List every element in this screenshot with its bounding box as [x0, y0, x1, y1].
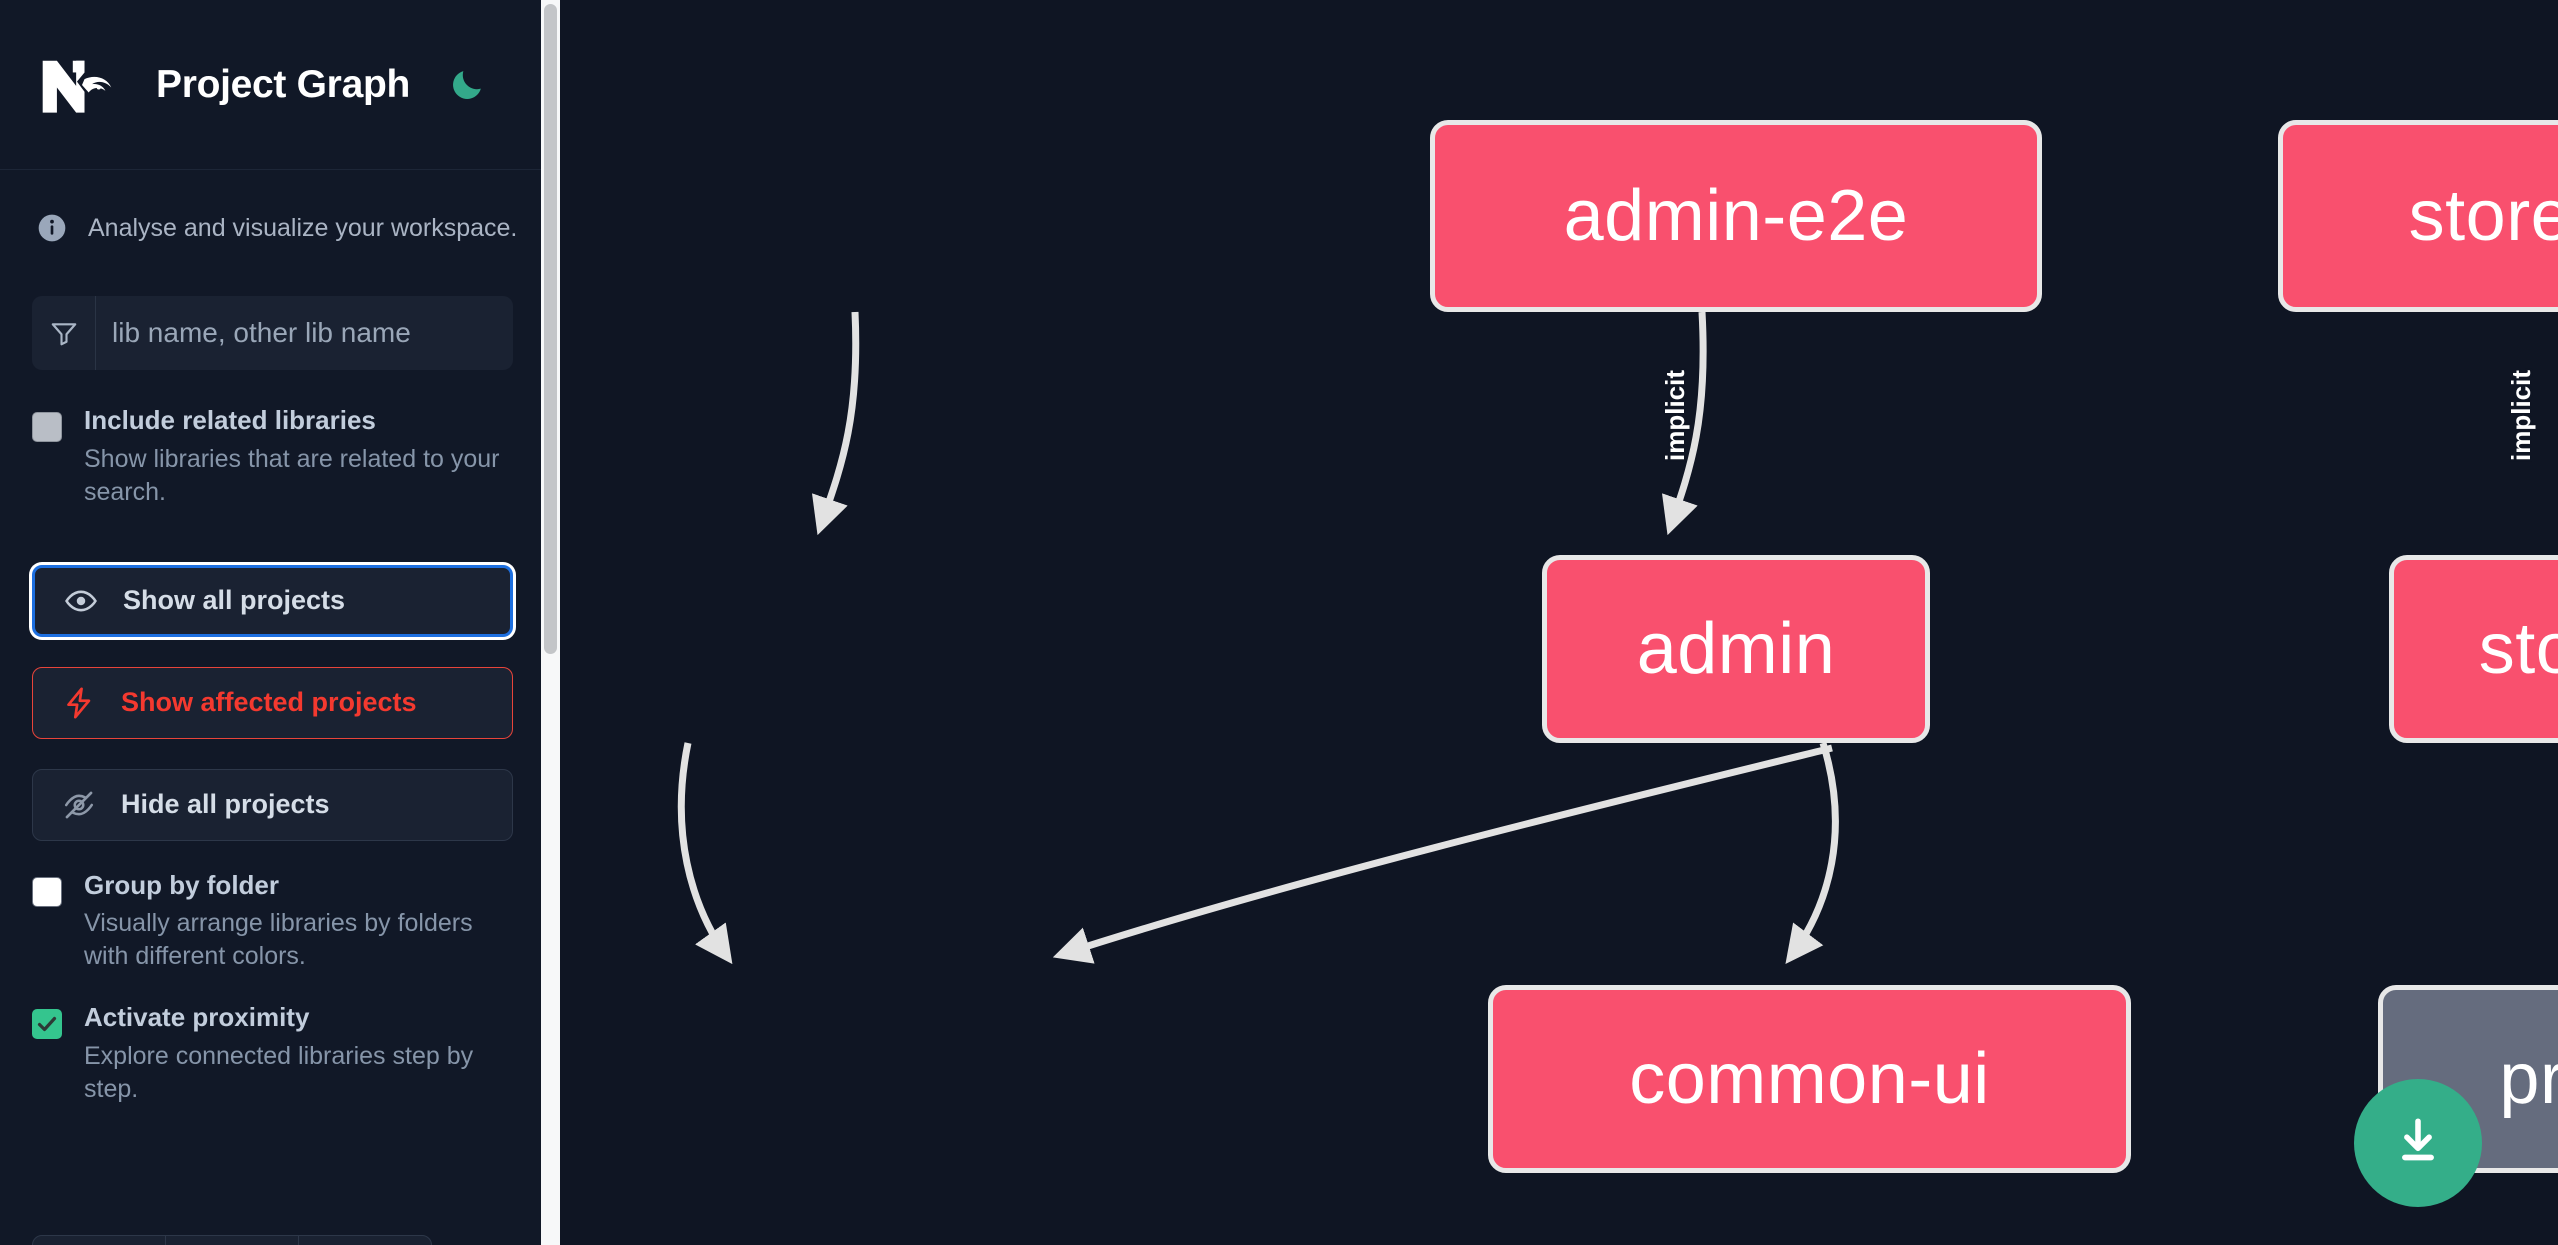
- segment-3[interactable]: [299, 1236, 431, 1245]
- graph-node-store-e2e[interactable]: store-e2e: [2278, 120, 2558, 312]
- hide-all-projects-button[interactable]: Hide all projects: [32, 768, 513, 841]
- option-activate-proximity[interactable]: Activate proximity Explore connected lib…: [0, 1003, 545, 1106]
- show-all-projects-label: Show all projects: [123, 585, 346, 616]
- node-label: admin: [1636, 609, 1836, 689]
- moon-icon[interactable]: [446, 64, 488, 106]
- download-icon: [2402, 1118, 2434, 1161]
- node-label: products: [2499, 1039, 2558, 1119]
- graph-node-admin[interactable]: admin: [1542, 555, 1930, 743]
- node-label: store-e2e: [2408, 176, 2558, 256]
- lightning-bolt-icon: [59, 686, 99, 720]
- page-title: Project Graph: [156, 62, 410, 106]
- option-description: Show libraries that are related to your …: [84, 444, 500, 506]
- show-affected-projects-label: Show affected projects: [121, 687, 417, 718]
- edge-admin-e2e-to-admin: [811, 311, 860, 536]
- show-all-projects-button[interactable]: Show all projects: [32, 564, 513, 637]
- option-group-by-folder[interactable]: Group by folder Visually arrange librari…: [0, 869, 545, 974]
- nx-logo-icon: [36, 54, 128, 116]
- checkbox-activate-proximity[interactable]: [32, 1009, 62, 1040]
- node-label: store: [2478, 609, 2558, 689]
- option-label: Include related libraries: [84, 405, 376, 435]
- graph-node-store[interactable]: store: [2389, 555, 2558, 743]
- project-visibility-buttons: Show all projects Show affected projects: [0, 564, 545, 841]
- option-description: Explore connected libraries step by step…: [84, 1041, 474, 1103]
- segmented-control-peek[interactable]: [32, 1235, 432, 1245]
- option-description: Visually arrange libraries by folders wi…: [84, 909, 473, 971]
- edge-store-to-common-ui: [1052, 744, 1833, 964]
- show-affected-projects-button[interactable]: Show affected projects: [32, 666, 513, 739]
- edge-store-e2e-to-store: [1661, 311, 1707, 536]
- sidebar-scroll-content: Project Graph Analyse and visualize yo: [0, 0, 545, 1245]
- segment-1[interactable]: [33, 1236, 166, 1245]
- sidebar-header: Project Graph: [0, 0, 545, 170]
- workspace-info-row: Analyse and visualize your workspace.: [0, 170, 545, 244]
- check-icon: [37, 1017, 57, 1032]
- option-include-related-libraries[interactable]: Include related libraries Show libraries…: [0, 406, 545, 509]
- segment-2[interactable]: [166, 1236, 299, 1245]
- sidebar: Project Graph Analyse and visualize yo: [0, 0, 560, 1245]
- checkbox-group-by-folder[interactable]: [32, 876, 62, 907]
- sidebar-scrollbar-track[interactable]: [541, 0, 560, 1245]
- sidebar-scrollbar-thumb[interactable]: [544, 4, 557, 654]
- option-text-group: Activate proximity Explore connected lib…: [84, 1003, 513, 1106]
- graph-node-common-ui[interactable]: common-ui: [1488, 985, 2131, 1173]
- node-label: common-ui: [1629, 1039, 1990, 1119]
- download-graph-button[interactable]: [2354, 1079, 2482, 1207]
- graph-canvas[interactable]: implicit implicit admin-e2e store-e2e ad…: [560, 0, 2558, 1245]
- filter-input[interactable]: [96, 296, 513, 370]
- funnel-filter-icon: [32, 296, 96, 370]
- eye-off-icon: [59, 788, 99, 822]
- graph-edges: [677, 311, 1839, 965]
- edge-store-to-products: [1785, 741, 1839, 965]
- checkbox-include-related-libraries[interactable]: [32, 412, 62, 442]
- workspace-info-text: Analyse and visualize your workspace.: [88, 213, 518, 242]
- filter-field[interactable]: [32, 296, 513, 370]
- option-label: Group by folder: [84, 869, 279, 900]
- node-label: admin-e2e: [1563, 176, 1909, 256]
- graph-node-admin-e2e[interactable]: admin-e2e: [1430, 120, 2042, 312]
- info-circle-icon: [36, 212, 68, 244]
- eye-icon: [61, 584, 101, 618]
- edge-admin-to-common-ui: [677, 742, 733, 965]
- option-text-group: Include related libraries Show libraries…: [84, 406, 513, 509]
- option-label: Activate proximity: [84, 1002, 310, 1033]
- hide-all-projects-label: Hide all projects: [121, 789, 330, 820]
- option-text-group: Group by folder Visually arrange librari…: [84, 869, 513, 974]
